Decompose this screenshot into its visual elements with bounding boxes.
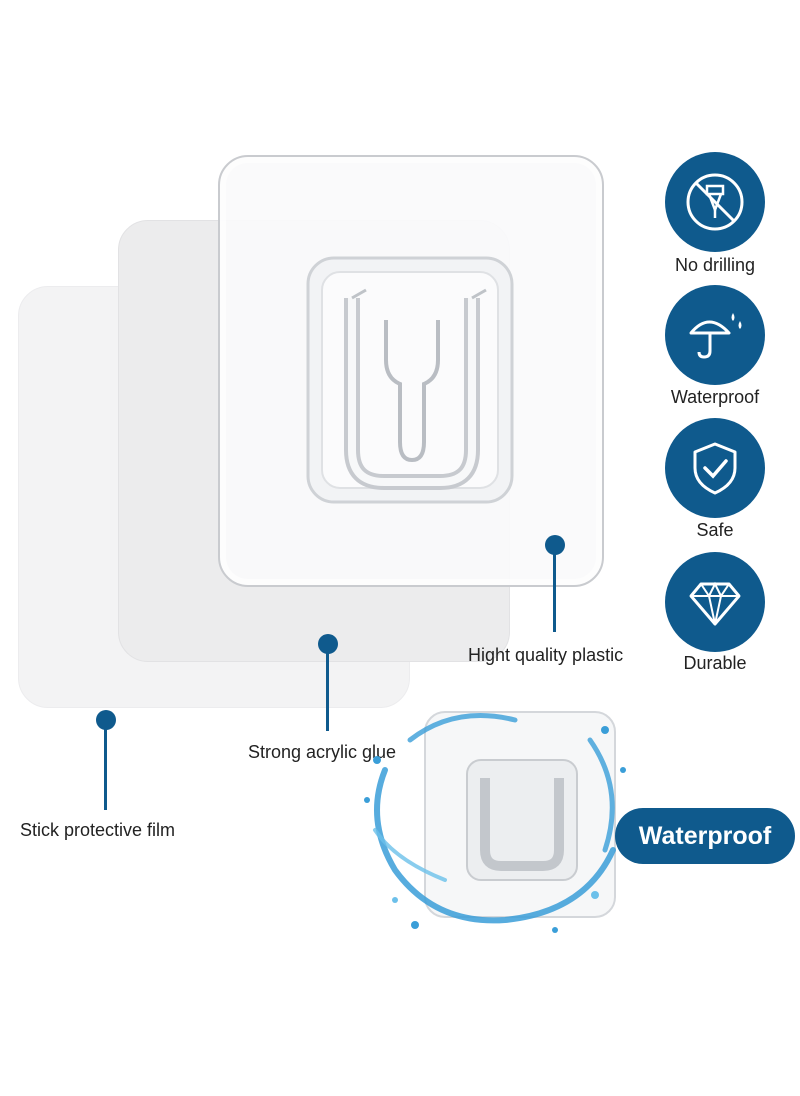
callout-glue-label: Strong acrylic glue (248, 742, 397, 762)
feature-label-waterproof: Waterproof (670, 387, 760, 407)
callout-dot-film (96, 710, 116, 730)
callout-plastic-label: Hight quality plastic (468, 645, 624, 665)
callout-line-glue (326, 651, 329, 731)
callout-film-label: Stick protective film (20, 820, 176, 840)
umbrella-icon (665, 285, 765, 385)
callout-line-plastic (553, 552, 556, 632)
hook-graphic (306, 256, 514, 504)
water-splash-illustration (364, 711, 626, 933)
no-drilling-icon (665, 152, 765, 252)
callout-dot-plastic (545, 535, 565, 555)
callout-line-film (104, 727, 107, 810)
callout-dot-glue (318, 634, 338, 654)
feature-label-no-drilling: No drilling (674, 255, 756, 275)
feature-label-safe: Safe (696, 520, 734, 540)
waterproof-badge: Waterproof (615, 808, 795, 864)
feature-label-durable: Durable (683, 653, 747, 673)
shield-check-icon (665, 418, 765, 518)
diamond-icon (665, 552, 765, 652)
